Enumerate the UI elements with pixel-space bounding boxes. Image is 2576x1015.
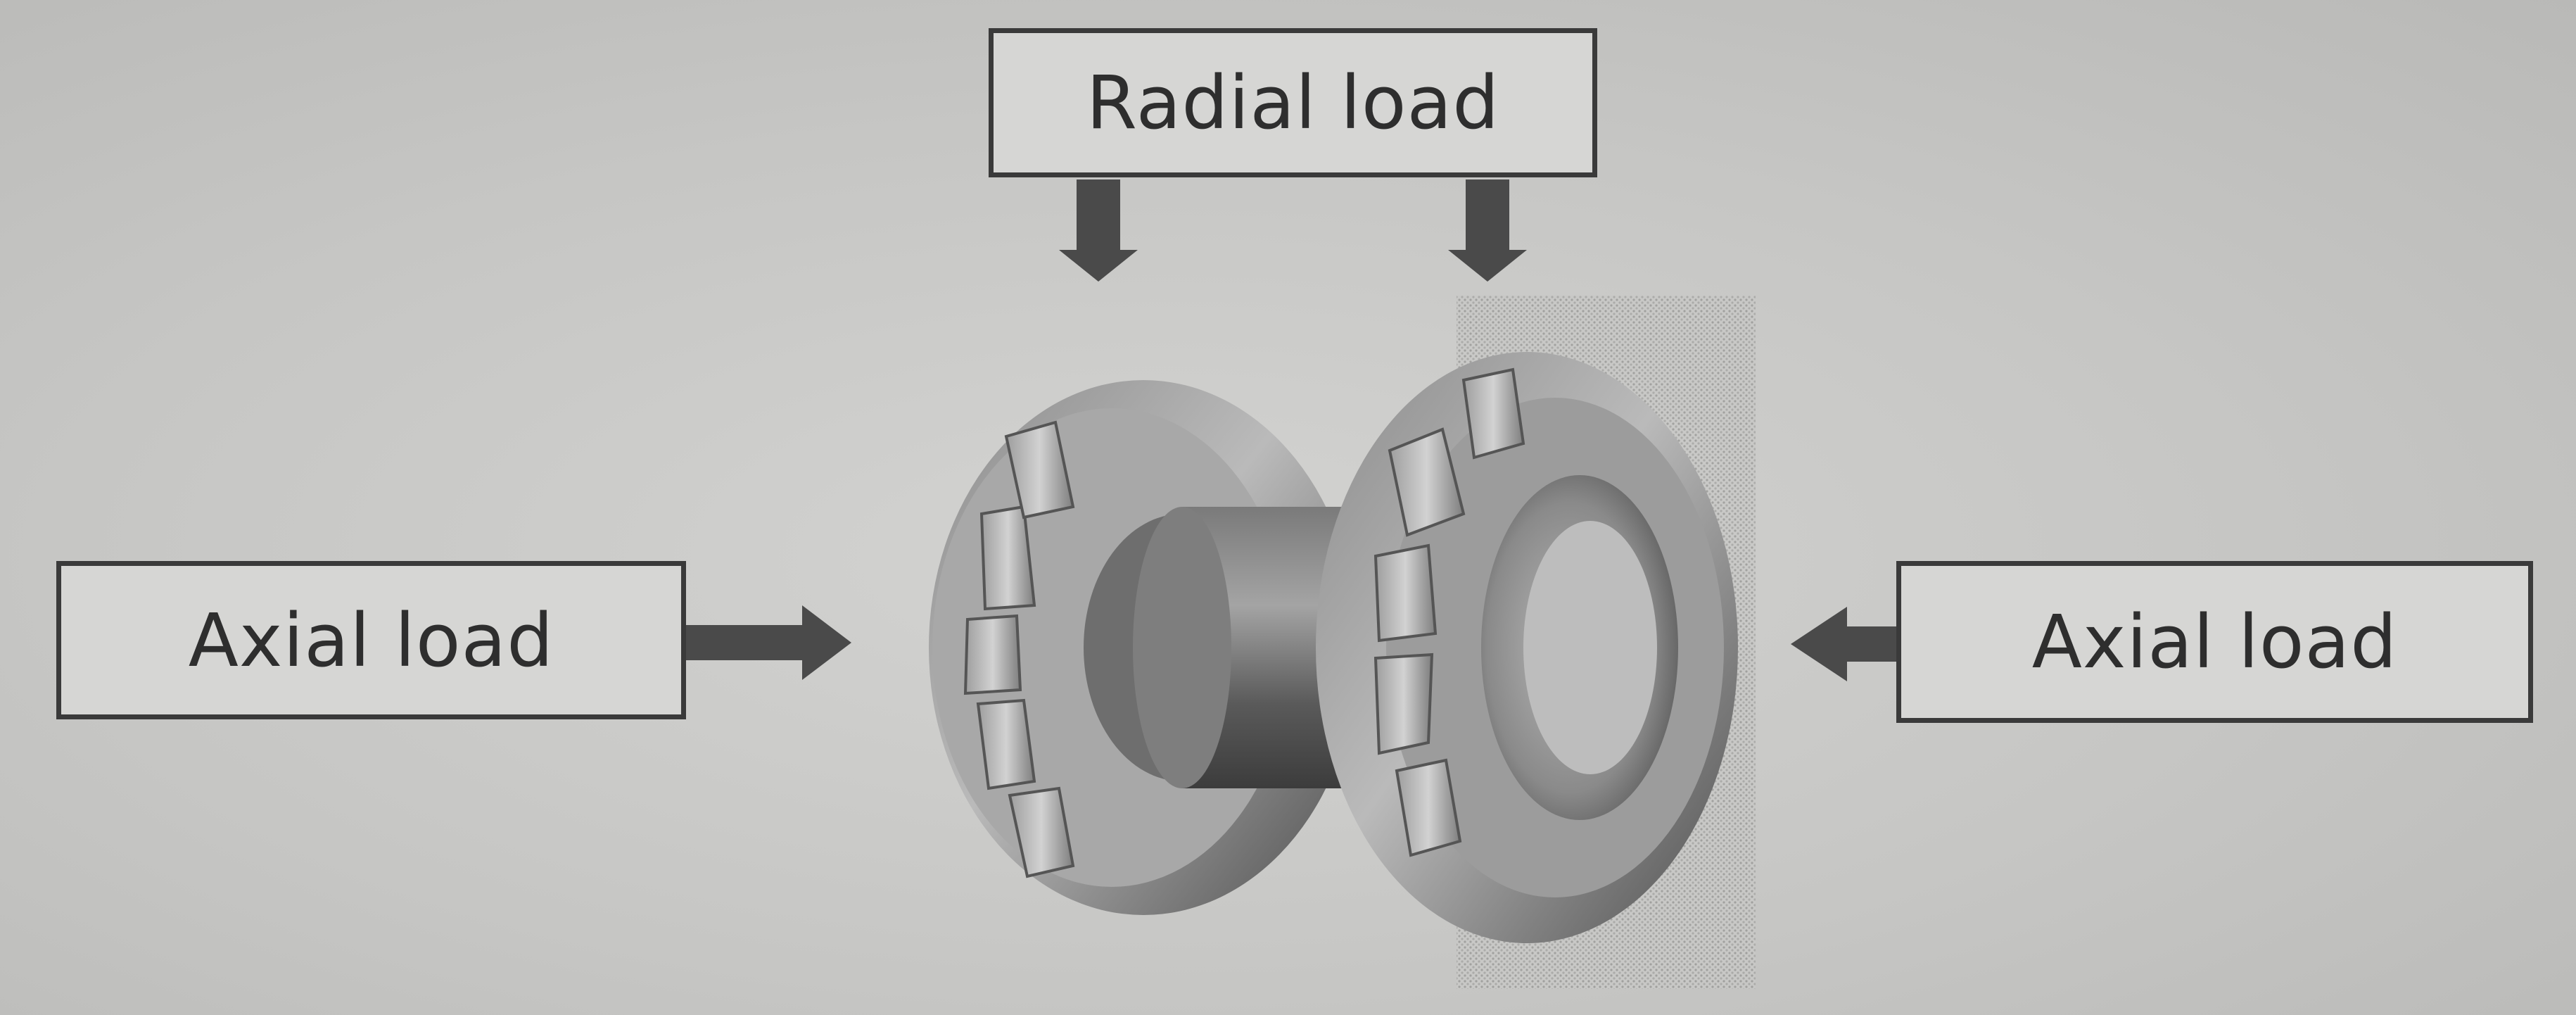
right-roller-set (1373, 367, 1525, 857)
axial-arrow-right (1791, 607, 1896, 681)
right-bearing (1316, 352, 1738, 943)
radial-load-label: Radial load (989, 28, 1597, 177)
axial-load-text-right: Axial load (2031, 599, 2398, 685)
axial-load-text-left: Axial load (188, 597, 554, 683)
axial-arrow-left (686, 605, 851, 680)
radial-arrow-right (1448, 179, 1527, 282)
axial-load-label-right: Axial load (1896, 561, 2533, 723)
left-roller-set (963, 420, 1075, 878)
radial-arrow-left (1059, 179, 1138, 282)
radial-load-text: Radial load (1086, 60, 1500, 146)
axial-load-label-left: Axial load (56, 561, 686, 719)
